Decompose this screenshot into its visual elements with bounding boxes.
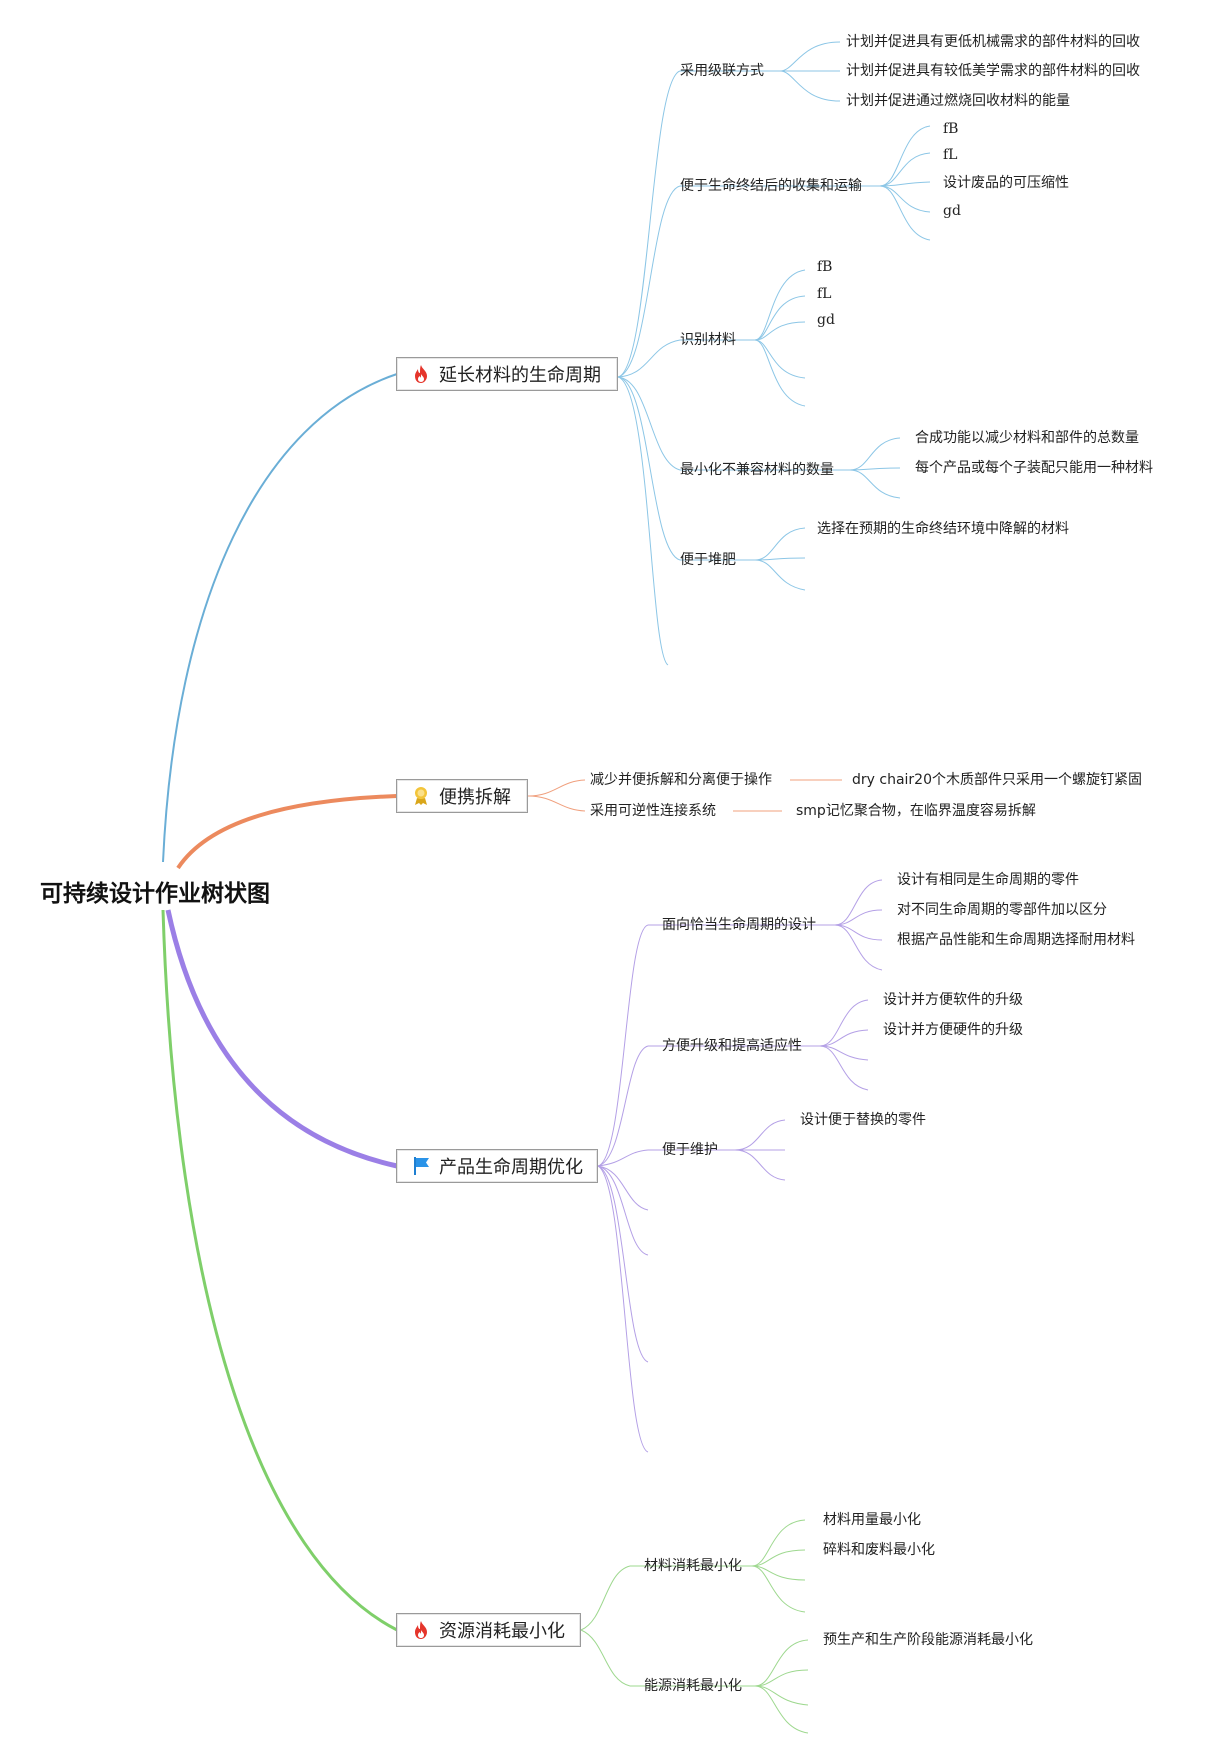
award-ribbon-icon xyxy=(411,786,431,806)
edges-b1 xyxy=(617,41,931,666)
flame-icon xyxy=(411,364,431,384)
topic-compost[interactable]: 便于堆肥 xyxy=(680,552,736,568)
leaf-item[interactable]: 计划并促进具有较低美学需求的部件材料的回收 xyxy=(846,63,1140,79)
flame-icon xyxy=(411,1620,431,1640)
leaf-item[interactable]: fB xyxy=(943,121,959,137)
leaf-item[interactable]: 设计便于替换的零件 xyxy=(800,1112,926,1128)
edge-root-b4 xyxy=(161,909,398,1632)
topic-lifecycle-design[interactable]: 面向恰当生命周期的设计 xyxy=(662,917,816,933)
edge-root-b1 xyxy=(162,373,398,863)
branch-easy-disassembly[interactable]: 便携拆解 xyxy=(396,779,528,813)
edges-b3 xyxy=(597,879,883,1453)
topic-material[interactable]: 材料消耗最小化 xyxy=(644,1558,742,1574)
topic-upgrade[interactable]: 方便升级和提高适应性 xyxy=(662,1038,802,1054)
branch-label: 延长材料的生命周期 xyxy=(439,365,601,386)
leaf-item[interactable]: 根据产品性能和生命周期选择耐用材料 xyxy=(897,932,1135,948)
leaf-item[interactable]: fB xyxy=(817,259,833,275)
leaf-item[interactable]: 设计废品的可压缩性 xyxy=(943,175,1069,191)
topic-maintain[interactable]: 便于维护 xyxy=(662,1142,718,1158)
branch-extend-lifecycle[interactable]: 延长材料的生命周期 xyxy=(396,357,618,391)
leaf-item[interactable]: 设计并方便硬件的升级 xyxy=(883,1022,1023,1038)
branch-label: 资源消耗最小化 xyxy=(439,1621,565,1642)
branch-lifecycle-optimization[interactable]: 产品生命周期优化 xyxy=(396,1149,598,1183)
leaf-item[interactable]: 选择在预期的生命终结环境中降解的材料 xyxy=(817,521,1069,537)
branch-label: 便携拆解 xyxy=(439,787,511,808)
leaf-item[interactable]: gd xyxy=(943,203,961,219)
leaf-item[interactable]: 合成功能以减少材料和部件的总数量 xyxy=(915,430,1139,446)
topic-energy[interactable]: 能源消耗最小化 xyxy=(644,1678,742,1694)
branch-minimize-resources[interactable]: 资源消耗最小化 xyxy=(396,1613,581,1647)
flag-icon xyxy=(411,1156,431,1176)
leaf-item[interactable]: 计划并促进具有更低机械需求的部件材料的回收 xyxy=(846,34,1140,50)
branch-label: 产品生命周期优化 xyxy=(439,1157,583,1178)
leaf-item[interactable]: 计划并促进通过燃烧回收材料的能量 xyxy=(846,93,1070,109)
edges-b4 xyxy=(580,1519,809,1734)
topic-minimize[interactable]: 最小化不兼容材料的数量 xyxy=(680,462,834,478)
leaf-item[interactable]: 设计并方便软件的升级 xyxy=(883,992,1023,1008)
topic-reduce[interactable]: 减少并便拆解和分离便于操作 xyxy=(590,772,772,788)
topic-reversible[interactable]: 采用可逆性连接系统 xyxy=(590,803,716,819)
leaf-item[interactable]: 对不同生命周期的零部件加以区分 xyxy=(897,902,1107,918)
leaf-item[interactable]: 材料用量最小化 xyxy=(823,1512,921,1528)
note-smp[interactable]: smp记忆聚合物，在临界温度容易拆解 xyxy=(796,803,1036,819)
leaf-item[interactable]: 每个产品或每个子装配只能用一种材料 xyxy=(915,460,1153,476)
note-dry-chair[interactable]: dry chair20个木质部件只采用一个螺旋钉紧固 xyxy=(852,772,1142,788)
edge-root-b3 xyxy=(165,909,398,1169)
topic-identify[interactable]: 识别材料 xyxy=(680,332,736,348)
leaf-item[interactable]: gd xyxy=(817,312,835,328)
edges-b2 xyxy=(527,779,842,812)
leaf-item[interactable]: 预生产和生产阶段能源消耗最小化 xyxy=(823,1632,1033,1648)
leaf-item[interactable]: fL xyxy=(943,147,958,163)
leaf-item[interactable]: fL xyxy=(817,286,832,302)
edge-root-b2 xyxy=(176,794,398,870)
topic-cascade[interactable]: 采用级联方式 xyxy=(680,63,764,79)
leaf-item[interactable]: 设计有相同是生命周期的零件 xyxy=(897,872,1079,888)
topic-collect[interactable]: 便于生命终结后的收集和运输 xyxy=(680,178,862,194)
root-title[interactable]: 可持续设计作业树状图 xyxy=(40,881,270,907)
leaf-item[interactable]: 碎料和废料最小化 xyxy=(823,1542,935,1558)
